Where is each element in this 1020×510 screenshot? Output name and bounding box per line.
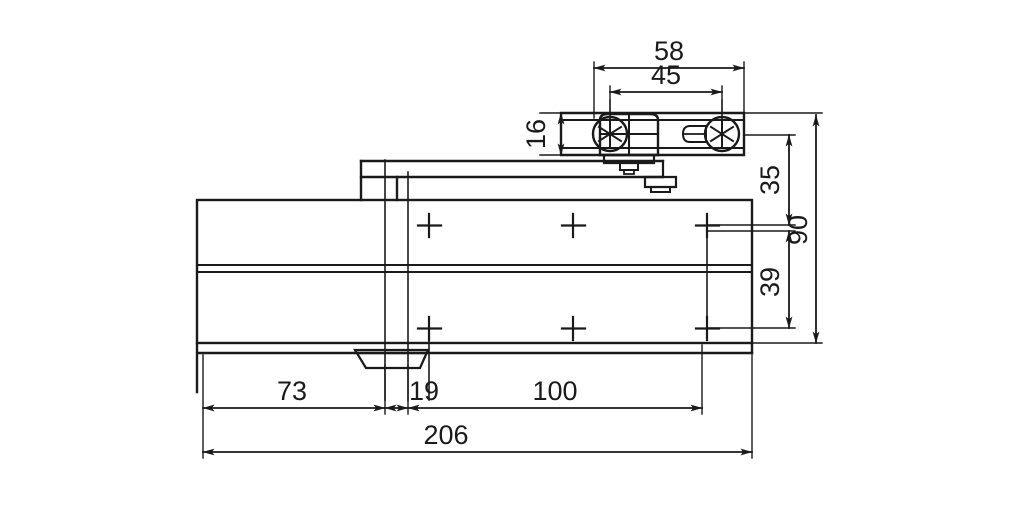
dim-label-58: 58 [654,36,684,66]
dim-label-16: 16 [521,119,551,149]
dim-label-90: 90 [783,215,813,245]
closer-body [195,198,754,394]
adjustment-valve [353,348,430,370]
dim-label-206: 206 [423,420,468,450]
mounting-plate [559,111,746,175]
dimension-labels: 58 45 16 35 39 90 73 19 100 206 [277,36,813,450]
dim-label-19: 19 [409,376,439,406]
dimension-lines [202,64,820,456]
dim-label-45: 45 [651,60,681,90]
closer-arm [359,159,678,202]
screw-right [681,115,741,153]
dim-label-100: 100 [532,376,577,406]
dim-label-73: 73 [277,376,307,406]
dim-label-35: 35 [755,165,785,195]
crosshair-marks [416,212,721,342]
centrelines [384,159,708,401]
dim-label-39: 39 [755,267,785,297]
